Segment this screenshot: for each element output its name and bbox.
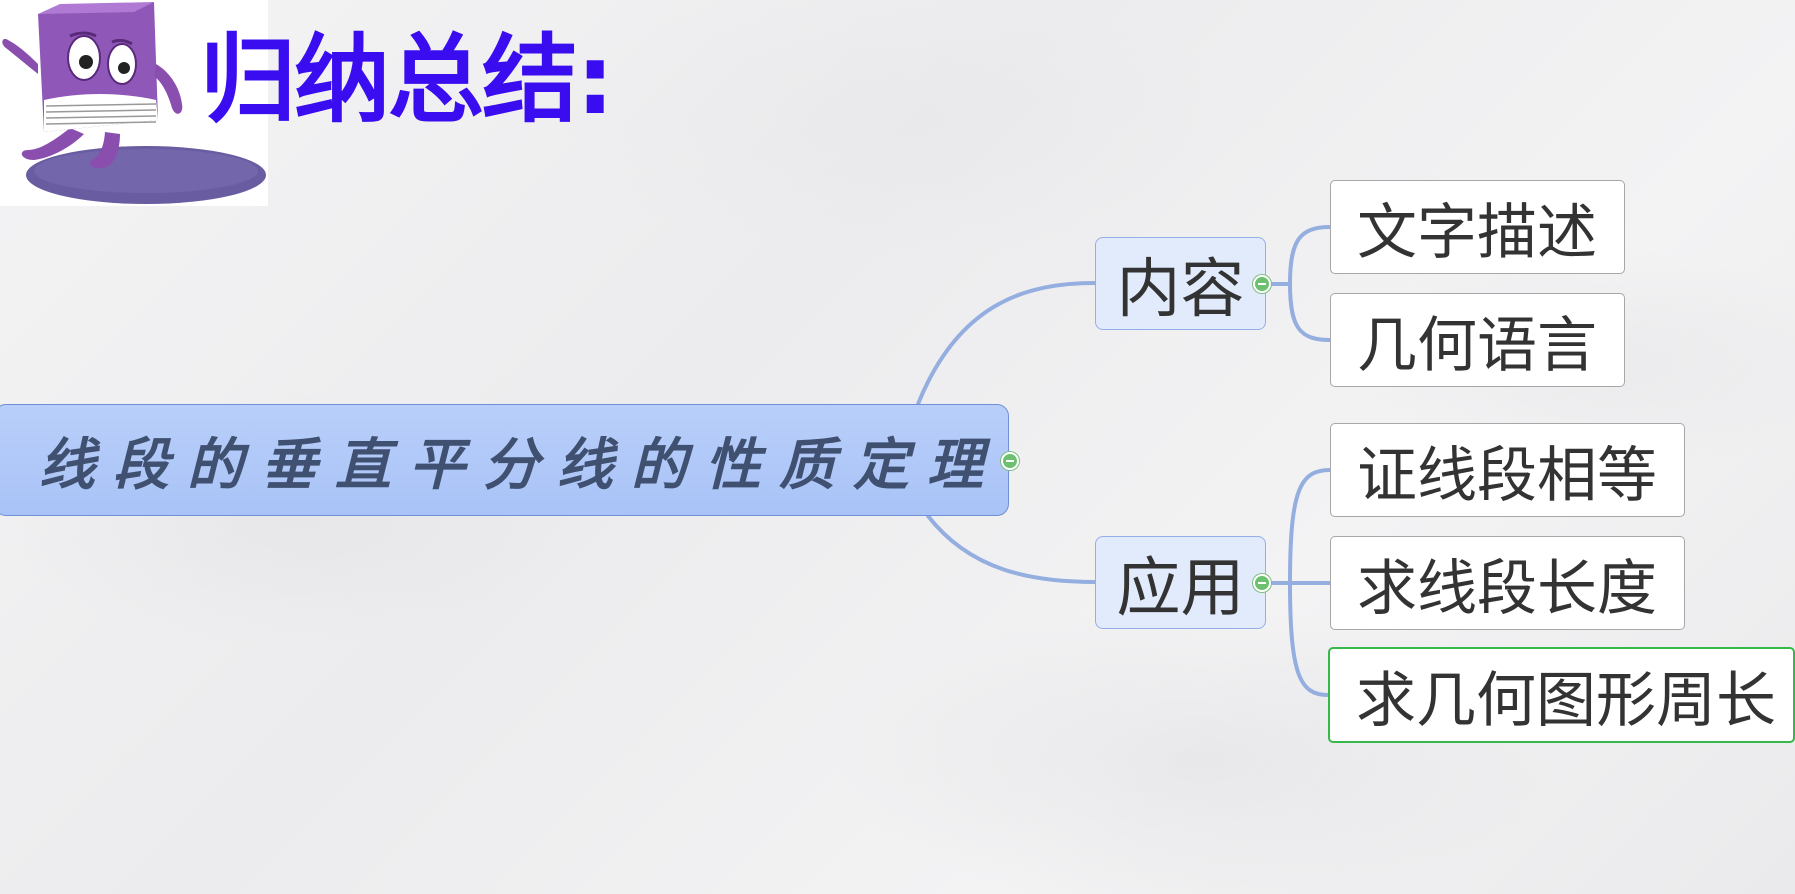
connector-root-branch-1 bbox=[916, 281, 1097, 406]
mindmap-leaf-prove-segments-equal[interactable]: 证线段相等 bbox=[1330, 423, 1685, 517]
connector-branch-2-leaf-3 bbox=[1288, 581, 1330, 697]
mindmap-leaf-find-perimeter-selected[interactable]: 求几何图形周长 bbox=[1328, 647, 1795, 743]
mindmap-branch-application[interactable]: 应用 bbox=[1095, 536, 1266, 629]
mindmap-leaf-geometric-language[interactable]: 几何语言 bbox=[1330, 293, 1625, 387]
collapse-toggle-application-icon[interactable] bbox=[1253, 574, 1271, 592]
collapse-toggle-root-icon[interactable] bbox=[1001, 452, 1019, 470]
mindmap-leaf-text-description[interactable]: 文字描述 bbox=[1330, 180, 1625, 274]
book-mascot-icon bbox=[2, 2, 266, 204]
page-title: 归纳总结: bbox=[200, 24, 614, 136]
mindmap-leaf-find-segment-length[interactable]: 求线段长度 bbox=[1330, 536, 1685, 630]
mindmap-branch-content[interactable]: 内容 bbox=[1095, 237, 1266, 330]
mindmap-root-topic[interactable]: 线段的垂直平分线的性质定理 bbox=[0, 404, 1009, 516]
connector-branch-1-leaf-2 bbox=[1288, 282, 1332, 342]
connector-branch-1-leaf-1 bbox=[1288, 225, 1332, 286]
connector-branch-2-leaf-1 bbox=[1288, 468, 1332, 585]
connector-root-branch-2 bbox=[926, 514, 1097, 584]
book-mascot-illustration bbox=[0, 0, 268, 206]
collapse-toggle-content-icon[interactable] bbox=[1253, 275, 1271, 293]
